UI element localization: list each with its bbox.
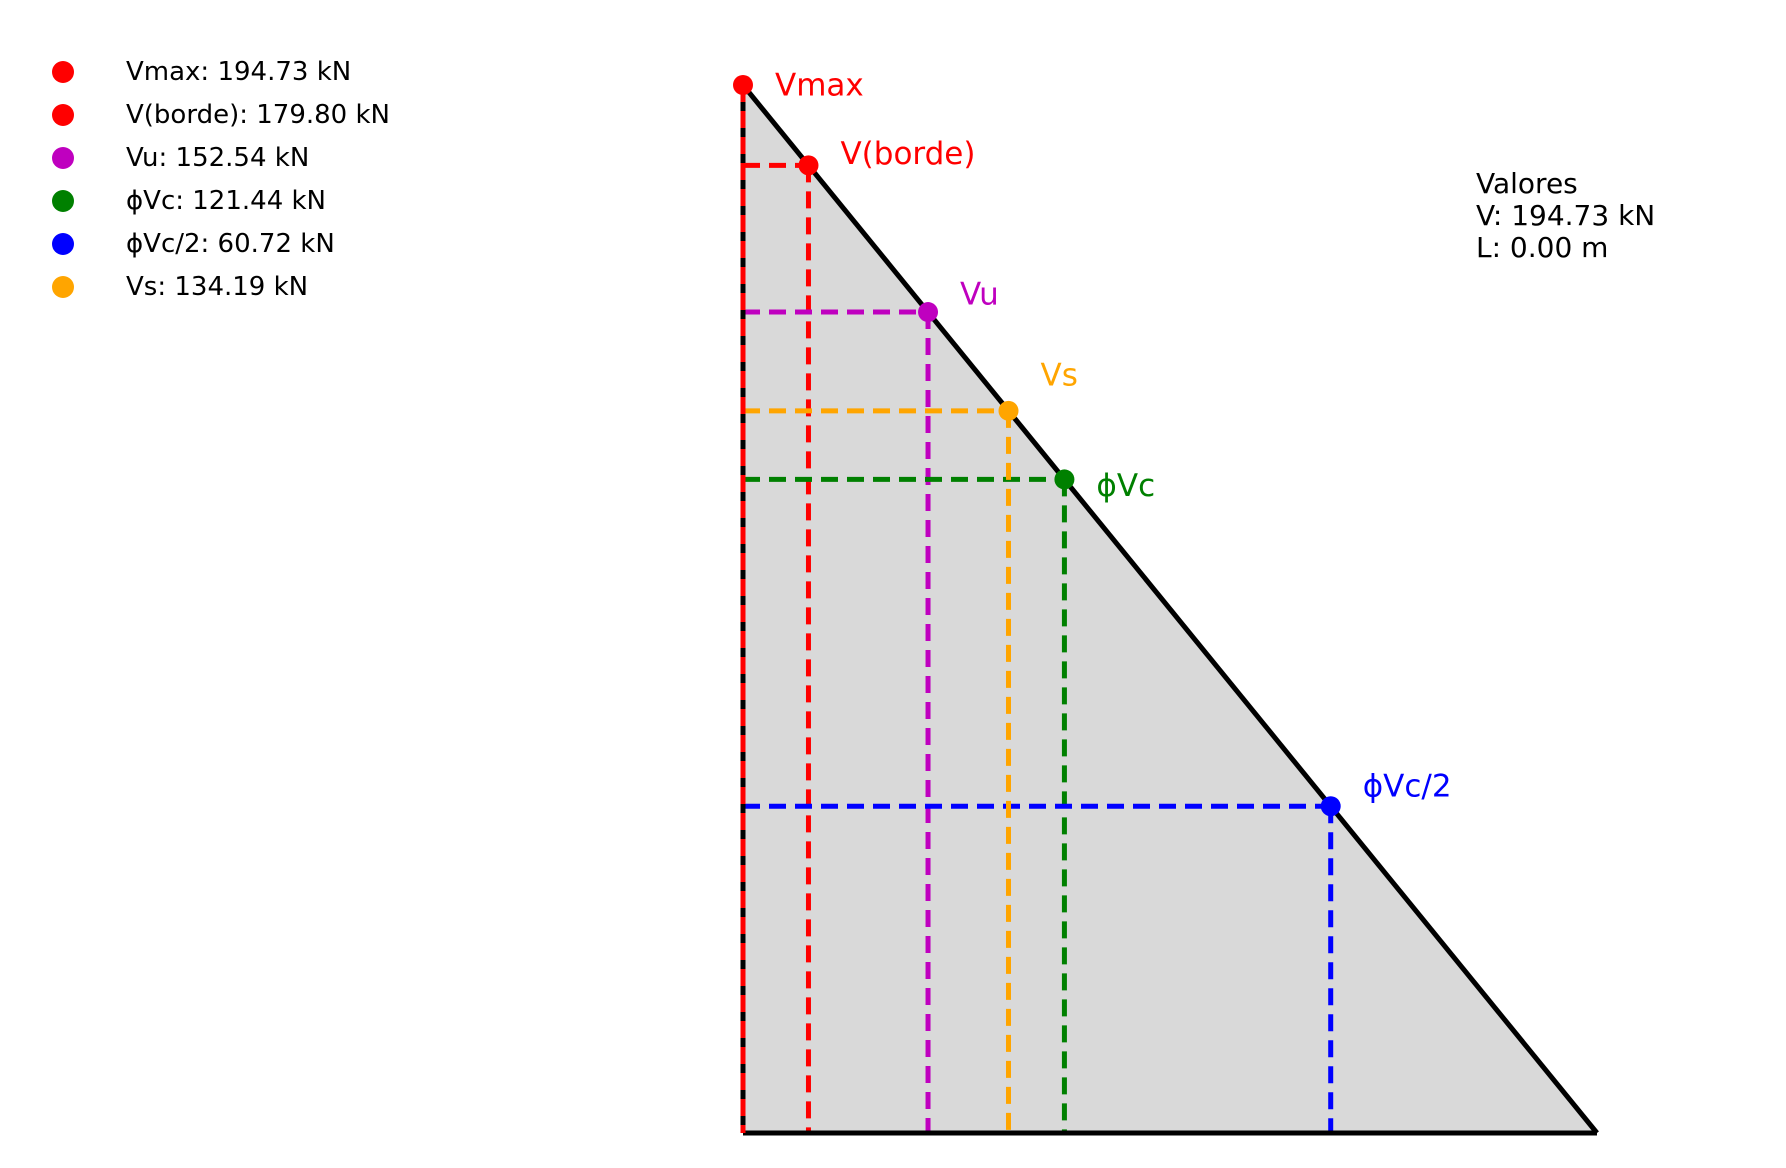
legend-item-vs: Vs: 134.19 kN xyxy=(52,265,390,308)
point-vs xyxy=(998,400,1019,421)
legend-label-vmax: Vmax: 194.73 kN xyxy=(126,56,352,87)
legend-marker-phivc xyxy=(52,189,74,212)
legend: Vmax: 194.73 kN V(borde): 179.80 kN Vu: 15… xyxy=(52,50,390,308)
point-vborde xyxy=(798,155,819,176)
shear-line xyxy=(741,83,1599,1135)
legend-marker-vborde xyxy=(52,103,74,126)
legend-label-phivc: ϕVc: 121.44 kN xyxy=(126,185,327,216)
guide-lines-layer xyxy=(743,162,1334,1133)
legend-marker-vmax xyxy=(52,60,74,83)
legend-label-vs: Vs: 134.19 kN xyxy=(126,271,309,302)
legend-label-vborde: V(borde): 179.80 kN xyxy=(126,99,390,130)
label-phivc: ϕVc xyxy=(1096,468,1155,504)
label-vs: Vs xyxy=(1041,357,1078,393)
label-vmax: Vmax xyxy=(775,68,864,104)
point-phivc2 xyxy=(1320,796,1341,817)
point-phivc xyxy=(1054,469,1075,490)
label-phivc2: ϕVc/2 xyxy=(1363,769,1452,805)
outline-layer xyxy=(740,83,1599,1136)
info-box-v: V: 194.73 kN xyxy=(1476,199,1656,232)
points-layer xyxy=(733,75,1341,817)
legend-marker-vu xyxy=(52,146,74,169)
point-vu xyxy=(918,302,939,323)
legend-item-vmax: Vmax: 194.73 kN xyxy=(52,50,390,93)
legend-marker-vs xyxy=(52,275,74,298)
point-vmax xyxy=(733,75,753,95)
legend-item-phivc: ϕVc: 121.44 kN xyxy=(52,179,390,222)
label-vu: Vu xyxy=(960,277,999,313)
info-box: Valores V: 194.73 kN L: 0.00 m xyxy=(1476,168,1655,264)
legend-item-vu: Vu: 152.54 kN xyxy=(52,136,390,179)
legend-label-vu: Vu: 152.54 kN xyxy=(126,142,310,173)
legend-marker-phivc2 xyxy=(52,232,74,255)
legend-item-phivc2: ϕVc/2: 60.72 kN xyxy=(52,222,390,265)
label-vborde: V(borde) xyxy=(840,136,975,172)
legend-item-vborde: V(borde): 179.80 kN xyxy=(52,93,390,136)
info-box-l: L: 0.00 m xyxy=(1476,231,1609,264)
info-box-title: Valores xyxy=(1476,167,1578,200)
legend-label-phivc2: ϕVc/2: 60.72 kN xyxy=(126,228,335,259)
